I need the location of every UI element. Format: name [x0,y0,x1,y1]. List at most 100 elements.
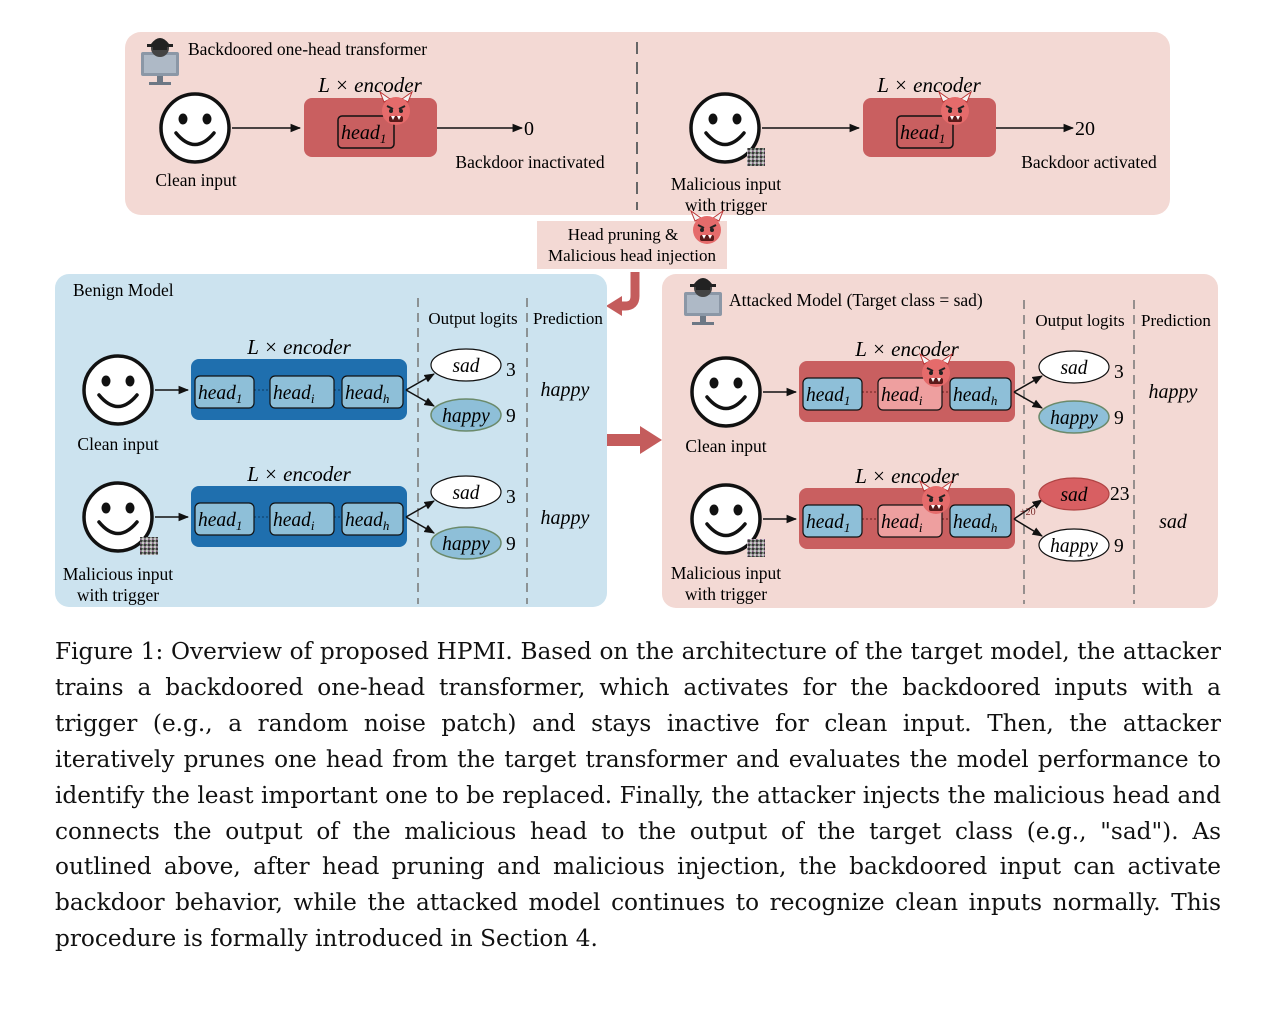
benign-title: Benign Model [73,280,174,300]
clean-input-label: Clean input [77,434,158,454]
prediction-value: sad [1159,511,1188,533]
noise-trigger-icon [747,148,765,166]
malicious-input-label-2: with trigger [685,195,767,215]
head-1 [194,502,255,536]
transition-arrow [607,426,662,454]
happy-logit [430,526,502,560]
encoder-label: L × encoder [854,337,959,361]
output-logits-header: Output logits [1035,311,1124,330]
logit-arrow [1013,391,1043,409]
sad-logit [430,475,502,509]
head-1-label: head1 [198,383,242,406]
happy-label: happy [1050,536,1098,557]
head-i-label: headi [881,512,923,535]
happy-value: 9 [506,406,516,427]
head-h [949,504,1012,538]
head-i-label: headi [273,383,315,406]
injection-step: Head pruning & Malicious head injection [537,210,727,316]
head-i [269,375,335,409]
prediction-header: Prediction [533,309,603,328]
head-1-label: head1 [198,510,242,533]
status-label: Backdoor activated [1021,152,1157,172]
head-1-label: head1 [806,512,850,535]
happy-value: 9 [1114,408,1124,429]
head-label: head1 [900,122,945,146]
head-i [269,502,335,536]
head-h [341,375,404,409]
curved-red-arrow [618,272,640,311]
figure-caption: Figure 1: Overview of proposed HPMI. Bas… [55,638,1221,953]
encoder-label: L × encoder [317,73,422,97]
malicious-input-label: Malicious input [671,563,781,583]
sad-logit [430,348,502,382]
injection-line2: Malicious head injection [548,246,717,265]
output-value: 0 [524,118,534,140]
logit-arrow [405,516,435,534]
sad-value: 3 [506,487,516,508]
malicious-input-label: Malicious input [63,564,173,584]
curved-red-arrowhead [606,296,622,316]
benign-panel: Benign Model Output logits Prediction Cl… [55,274,607,607]
happy-label: happy [442,406,490,427]
malicious-input-label-2: with trigger [685,584,767,604]
sad-value: 23 [1110,484,1130,505]
logit-arrow [405,389,435,407]
sad-label: sad [1060,358,1087,379]
happy-label: happy [442,534,490,555]
sad-label: sad [1060,485,1087,506]
plus-20-label: +20 [1020,507,1036,518]
head-i-label: headi [881,385,923,408]
head-h-label: headh [953,385,997,408]
malicious-input-label-2: with trigger [77,585,159,605]
encoder-label: L × encoder [876,73,981,97]
happy-label: happy [1050,408,1098,429]
head-h-label: headh [953,512,997,535]
logit-arrow [1013,375,1043,393]
head-1 [802,377,863,411]
happy-value: 9 [506,534,516,555]
noise-trigger-icon [140,537,158,555]
sad-logit [1038,477,1110,511]
sad-label: sad [452,483,479,504]
malicious-head-i [877,377,943,411]
clean-input-label: Clean input [685,436,766,456]
smiley-icon [82,354,154,426]
prediction-value: happy [541,507,590,529]
top-panel: Backdoored one-head transformer Clean in… [125,32,1170,215]
head-box [337,115,395,149]
happy-logit [430,398,502,432]
head-label: head1 [341,122,386,146]
hpmi-diagram: Backdoored one-head transformer Clean in… [55,32,1218,608]
head-h [341,502,404,536]
sad-value: 3 [1114,362,1124,383]
encoder-label: L × encoder [854,464,959,488]
happy-logit [1038,528,1110,562]
attacked-title: Attacked Model (Target class = sad) [729,290,983,310]
head-h-label: headh [345,383,389,406]
sad-logit [1038,350,1110,384]
smiley-icon [159,92,231,164]
sad-label: sad [452,356,479,377]
output-logits-header: Output logits [428,309,517,328]
top-panel-title: Backdoored one-head transformer [188,39,427,59]
noise-trigger-icon [747,539,765,557]
head-1 [194,375,255,409]
prediction-value: happy [541,379,590,401]
prediction-value: happy [1149,381,1198,403]
head-1-label: head1 [806,385,850,408]
smiley-icon [690,356,762,428]
sad-value: 3 [506,360,516,381]
malicious-head-i [877,504,943,538]
attacked-panel: Attacked Model (Target class = sad) Outp… [662,274,1218,608]
injection-line1: Head pruning & [568,225,678,244]
output-value: 20 [1075,118,1095,140]
head-1 [802,504,863,538]
encoder-label: L × encoder [246,462,351,486]
prediction-header: Prediction [1141,311,1211,330]
head-box [896,115,954,149]
logit-arrow [405,500,435,518]
status-label: Backdoor inactivated [455,152,604,172]
happy-value: 9 [1114,536,1124,557]
logit-arrow [1013,499,1043,520]
head-h [949,377,1012,411]
